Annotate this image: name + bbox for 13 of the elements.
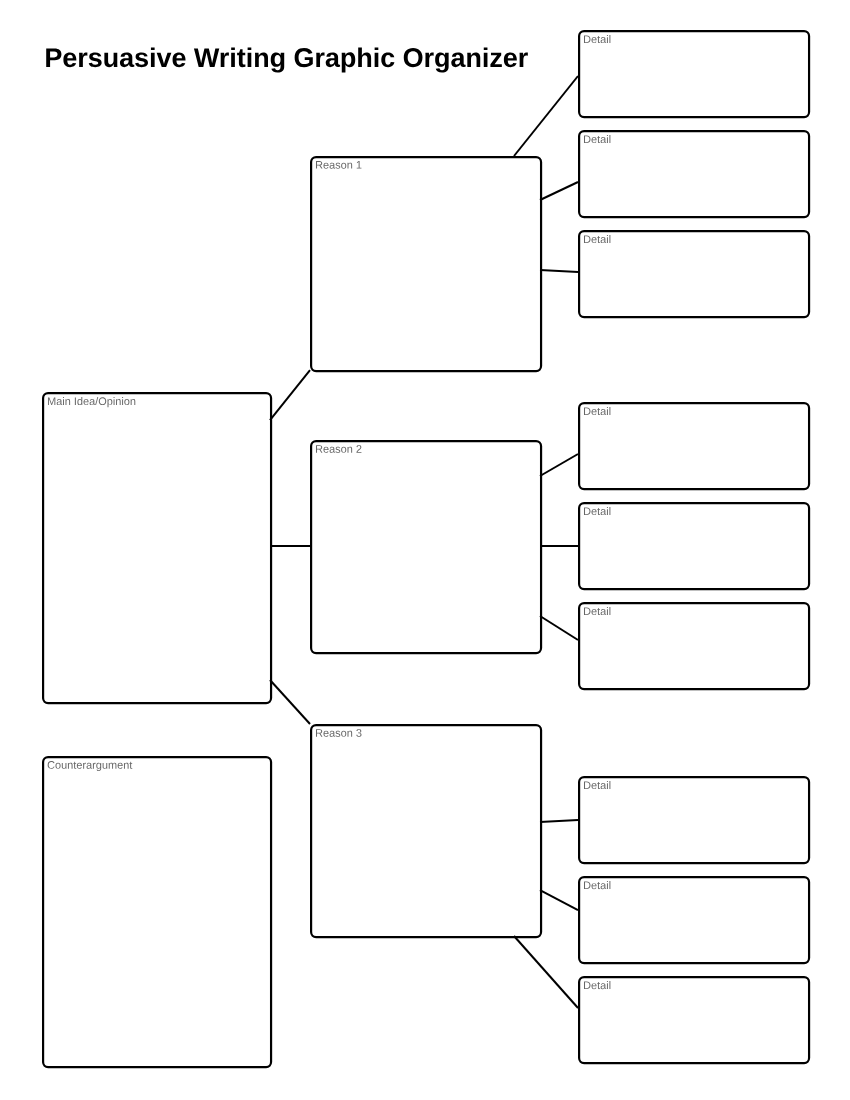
connector-line: [513, 935, 579, 1009]
connector-line: [539, 819, 579, 823]
connector-line: [539, 453, 579, 477]
connector-line: [269, 369, 311, 421]
connector-line: [513, 75, 579, 157]
connector-line: [269, 679, 311, 725]
connector-line: [539, 181, 579, 201]
connector-line: [539, 545, 579, 547]
connector-line: [539, 269, 579, 273]
title: Persuasive Writing Graphic Organizer: [46, 47, 528, 73]
connector-line: [269, 545, 311, 547]
connector-line: [539, 889, 579, 911]
connector-line: [539, 615, 579, 641]
